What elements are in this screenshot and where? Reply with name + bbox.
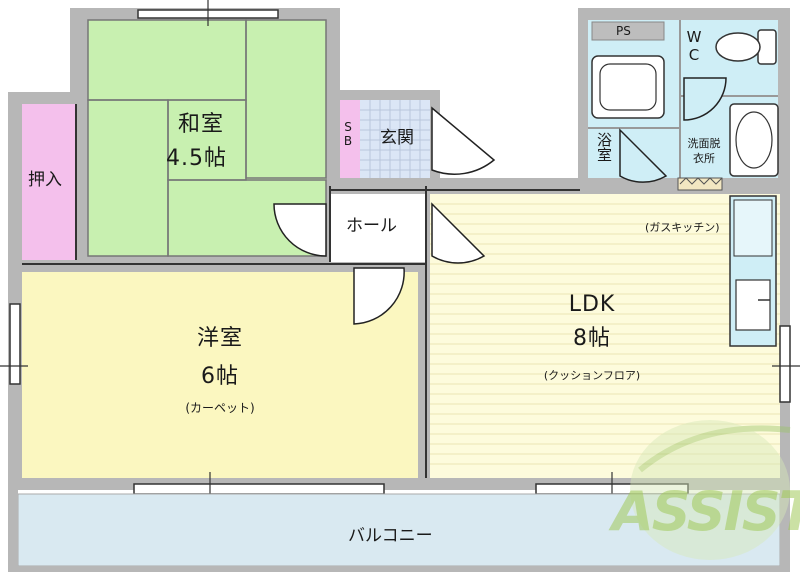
bathtub bbox=[591, 55, 665, 119]
door-wc bbox=[683, 77, 727, 121]
hall-area bbox=[330, 194, 426, 262]
sb-area bbox=[340, 100, 360, 178]
ps-box bbox=[591, 21, 665, 41]
balcony-label: バルコニー bbox=[348, 526, 433, 546]
genkan-area bbox=[360, 100, 430, 178]
door-genkan bbox=[431, 106, 496, 175]
yoshitsu-label: 洋室 bbox=[196, 326, 244, 351]
washitsu-size: 4.5帖 bbox=[166, 146, 227, 171]
balcony-area bbox=[17, 493, 781, 567]
yoshitsu-floor: (カーペット) bbox=[185, 401, 255, 415]
senmen-label: 洗面脱衣所 bbox=[687, 137, 721, 165]
ldk-label: LDK bbox=[568, 292, 616, 317]
ldk-size: 8帖 bbox=[573, 326, 611, 351]
ldk-area bbox=[430, 194, 780, 478]
sb-label: SB bbox=[341, 120, 355, 148]
genkan-label: 玄関 bbox=[380, 128, 414, 148]
ldk-floor: (クッションフロア) bbox=[543, 369, 641, 382]
door-hall-right bbox=[431, 202, 486, 264]
door-yoshitsu bbox=[353, 267, 405, 325]
yoshitsu-area bbox=[22, 272, 418, 478]
washitsu-label: 和室 bbox=[178, 112, 225, 137]
door-bath bbox=[619, 128, 668, 183]
assist-logo-text: ASSIST bbox=[612, 480, 800, 543]
ps-label: PS bbox=[616, 24, 631, 38]
yokushitsu-label: 浴室 bbox=[595, 132, 613, 162]
kitchen-label: (ガスキッチン) bbox=[645, 221, 720, 234]
wash-basin bbox=[729, 103, 779, 177]
door-hall-left bbox=[273, 203, 327, 257]
yoshitsu-size: 6帖 bbox=[201, 364, 239, 389]
kitchen-counter bbox=[729, 195, 777, 347]
oshiire-label: 押入 bbox=[28, 170, 62, 190]
hall-label: ホール bbox=[346, 216, 397, 236]
assist-logo-mark bbox=[630, 420, 791, 560]
toilet bbox=[715, 29, 777, 65]
oshiire-area bbox=[22, 104, 76, 260]
wc-label: WC bbox=[685, 28, 703, 64]
